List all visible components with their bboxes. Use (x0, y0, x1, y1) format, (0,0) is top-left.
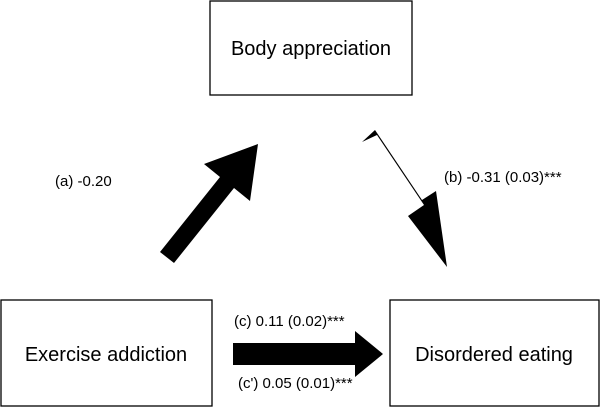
path-c-direct-label: (c') 0.05 (0.01)*** (238, 375, 353, 392)
node-exercise-addiction-label: Exercise addiction (25, 344, 187, 366)
node-disordered-eating-box (389, 299, 600, 407)
arrow-path-c (233, 331, 383, 377)
arrow-path-b (362, 130, 447, 267)
path-b-label: (b) -0.31 (0.03)*** (444, 169, 562, 186)
node-exercise-addiction: Exercise addiction (0, 299, 213, 407)
node-disordered-eating: Disordered eating (389, 299, 600, 407)
arrow-path-a (160, 144, 258, 263)
node-disordered-eating-label: Disordered eating (415, 344, 573, 366)
path-c-total-label: (c) 0.11 (0.02)*** (234, 313, 345, 330)
node-body-appreciation: Body appreciation (209, 0, 413, 96)
node-exercise-addiction-box (0, 299, 213, 407)
node-body-appreciation-box (209, 0, 413, 96)
path-a-label: (a) -0.20 (55, 173, 112, 190)
node-body-appreciation-label: Body appreciation (231, 38, 391, 60)
